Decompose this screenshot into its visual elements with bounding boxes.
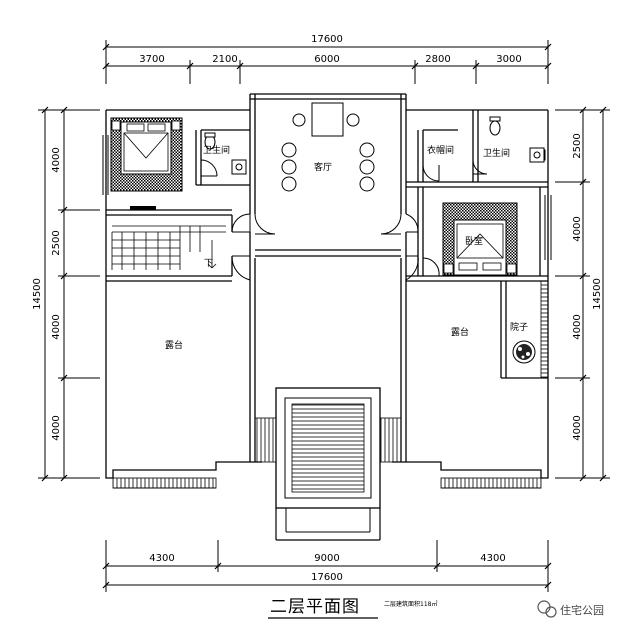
dim-left-seg-1: 4000 [51, 147, 62, 172]
label-terrace-right: 露台 [451, 326, 469, 338]
dim-top-seg-3: 6000 [314, 54, 339, 65]
left-bed-icon [110, 117, 183, 192]
label-down-stairs: 下 [204, 259, 213, 269]
dim-bottom-total: 17600 [311, 572, 343, 583]
left-bedroom-desk [130, 206, 156, 210]
dim-top-seg-2: 2100 [212, 54, 237, 65]
living-tv-cabinet [311, 102, 344, 137]
entrance-steps [254, 387, 402, 541]
plan-title: 二层平面图 [270, 597, 360, 617]
label-living-room: 客厅 [314, 161, 332, 173]
dim-left-seg-4: 4000 [51, 415, 62, 440]
doors [200, 159, 488, 281]
stairs-down-icon [111, 225, 226, 270]
dim-right-seg-2: 4000 [572, 216, 583, 241]
dimension-ticks [41, 43, 607, 589]
dim-right-total: 14500 [592, 278, 603, 310]
dim-bottom-seg-1: 4300 [149, 553, 174, 564]
dim-bottom-seg-3: 4300 [480, 553, 505, 564]
right-railing [540, 280, 549, 379]
left-bathroom-fixtures-icon [204, 132, 247, 175]
dim-bottom-seg-2: 9000 [314, 553, 339, 564]
label-bedroom: 卧室 [465, 235, 483, 247]
dim-left-seg-3: 4000 [51, 314, 62, 339]
dim-top-seg-5: 3000 [496, 54, 521, 65]
dim-top-seg-4: 2800 [425, 54, 450, 65]
dim-top-total: 17600 [311, 34, 343, 45]
watermark-text: 住宅公园 [560, 603, 604, 617]
right-bed-icon [442, 202, 518, 276]
dim-right-seg-3: 4000 [572, 314, 583, 339]
watermark-logo-icon [537, 600, 557, 618]
dim-right-seg-4: 4000 [572, 415, 583, 440]
label-bathroom-right: 卫生间 [483, 147, 510, 159]
label-courtyard: 院子 [510, 321, 528, 333]
label-bathroom-left: 卫生间 [203, 144, 230, 156]
terrace-railing-right [440, 477, 542, 489]
dim-left-seg-2: 2500 [51, 230, 62, 255]
terrace-railing-left [112, 477, 217, 489]
dim-left-total: 14500 [32, 278, 43, 310]
dim-top-seg-1: 3700 [139, 54, 164, 65]
right-bathroom-fixtures-icon [489, 116, 545, 163]
courtyard-plant-icon [512, 340, 536, 364]
living-seats-icon [281, 113, 375, 192]
dim-right-seg-1: 2500 [572, 133, 583, 158]
label-closet: 衣帽间 [427, 144, 454, 156]
label-terrace-left: 露台 [165, 339, 183, 351]
area-note: 二层建筑面积118㎡ [384, 600, 437, 608]
